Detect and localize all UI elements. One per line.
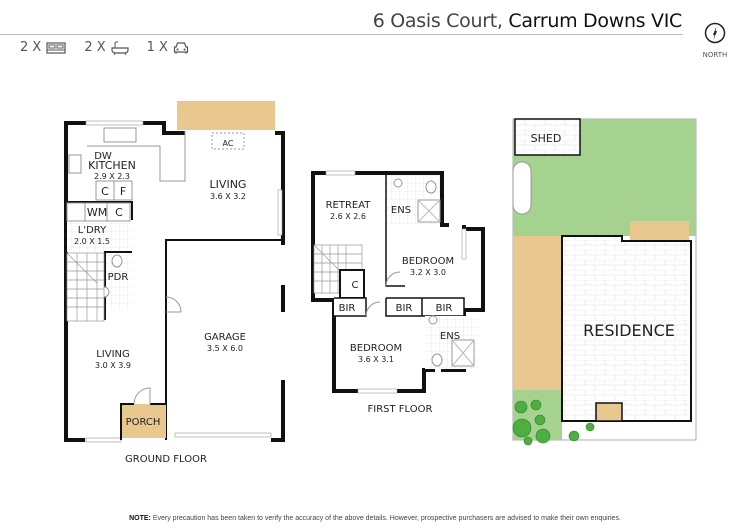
bedroom-count-text: 2 X bbox=[20, 40, 42, 55]
north-label: NORTH bbox=[702, 51, 728, 59]
dishwasher-label: DW bbox=[94, 151, 112, 162]
garage-name: GARAGE bbox=[204, 332, 246, 343]
note-label: NOTE: bbox=[129, 515, 151, 522]
bir-label: BIR bbox=[339, 303, 356, 314]
kitchen-dims: 2.9 X 2.3 bbox=[94, 172, 130, 181]
ac-unit bbox=[211, 132, 245, 150]
porch-name: PORCH bbox=[126, 417, 161, 428]
ground-wall-west bbox=[64, 121, 86, 442]
laundry-cupboard-label: C bbox=[115, 206, 123, 219]
ground-wall-east-lower bbox=[271, 285, 285, 442]
bathroom-count: 2 X bbox=[84, 40, 129, 55]
ground-wall-east-upper bbox=[275, 131, 285, 245]
laundry-name: L'DRY bbox=[78, 225, 107, 236]
cupboard-label: C bbox=[101, 185, 109, 198]
trees bbox=[512, 399, 595, 446]
living-dims: 3.0 X 3.9 bbox=[95, 361, 131, 370]
retreat-dims: 2.6 X 2.6 bbox=[330, 212, 366, 221]
bedroom-2-name: BEDROOM bbox=[350, 343, 402, 354]
porch bbox=[121, 404, 166, 438]
side-path bbox=[513, 236, 562, 390]
shed-label: SHED bbox=[531, 132, 562, 145]
ground-floor-plan: DW KITCHEN 2.9 X 2.3 AC C F LIVING 3.6 X… bbox=[64, 101, 285, 465]
note-text: Every precaution has been taken to verif… bbox=[152, 515, 621, 522]
header-divider bbox=[0, 34, 683, 35]
first-floor-title: FIRST FLOOR bbox=[368, 404, 433, 415]
garage-dims: 3.5 X 6.0 bbox=[207, 344, 243, 353]
window bbox=[277, 189, 283, 236]
car-icon bbox=[173, 41, 189, 54]
pdr-name: PDR bbox=[108, 272, 129, 283]
washing-machine-label: WM bbox=[87, 206, 107, 219]
laundry-dims: 2.0 X 1.5 bbox=[74, 237, 110, 246]
sink bbox=[103, 127, 137, 143]
living-upper-dims: 3.6 X 3.2 bbox=[210, 192, 246, 201]
staircase bbox=[66, 252, 105, 322]
cooktop bbox=[68, 154, 82, 174]
retreat-name: RETREAT bbox=[326, 200, 372, 211]
bedroom-count: 2 X bbox=[20, 40, 66, 55]
site-plan: SHED RESIDENCE bbox=[512, 118, 697, 446]
property-address: 6 Oasis Court, Carrum Downs VIC bbox=[372, 10, 683, 32]
kitchen-name: KITCHEN bbox=[88, 159, 136, 172]
cupboard bbox=[339, 269, 365, 299]
window bbox=[85, 437, 122, 443]
cupboard-label: C bbox=[352, 280, 359, 291]
shed bbox=[514, 118, 581, 156]
feature-summary: 2 X 2 X 1 X bbox=[20, 40, 189, 55]
bir-label: BIR bbox=[396, 303, 413, 314]
compass-north-icon bbox=[704, 22, 726, 44]
water-tank bbox=[512, 161, 532, 215]
bedroom-1-name: BEDROOM bbox=[402, 256, 454, 267]
bedroom-2-dims: 3.6 X 3.1 bbox=[358, 355, 394, 364]
car-space-count: 1 X bbox=[147, 40, 189, 55]
first-floor-plan: RETREAT 2.6 X 2.6 ENS BEDROOM 3.2 X 3.0 … bbox=[311, 170, 485, 415]
bathroom-count-text: 2 X bbox=[84, 40, 106, 55]
car-count-text: 1 X bbox=[146, 40, 168, 55]
living-upper-name: LIVING bbox=[210, 178, 247, 191]
fridge-label: F bbox=[120, 185, 126, 198]
ground-floor-title: GROUND FLOOR bbox=[125, 454, 207, 465]
ac-label: AC bbox=[223, 139, 234, 148]
bath-icon bbox=[111, 41, 129, 55]
kitchen-bench bbox=[87, 131, 186, 182]
window bbox=[85, 120, 144, 126]
ensuite-1-name: ENS bbox=[391, 205, 411, 216]
disclaimer-note: NOTE: Every precaution has been taken to… bbox=[0, 515, 750, 522]
address-suburb: Carrum Downs VIC bbox=[508, 10, 682, 32]
garage-door bbox=[174, 432, 272, 438]
residence-label: RESIDENCE bbox=[583, 321, 675, 340]
ground-wall-north bbox=[143, 121, 185, 135]
address-street: 6 Oasis Court, bbox=[372, 10, 503, 32]
deck bbox=[177, 101, 275, 130]
living-name: LIVING bbox=[96, 349, 130, 360]
garage-wall bbox=[165, 239, 283, 440]
bir-label: BIR bbox=[436, 303, 453, 314]
residence bbox=[561, 235, 692, 422]
north-indicator: NORTH bbox=[700, 22, 730, 59]
rear-deck bbox=[630, 221, 689, 241]
bed-icon bbox=[46, 41, 66, 54]
bedroom-1-dims: 3.2 X 3.0 bbox=[410, 268, 446, 277]
ensuite-2-name: ENS bbox=[440, 331, 460, 342]
